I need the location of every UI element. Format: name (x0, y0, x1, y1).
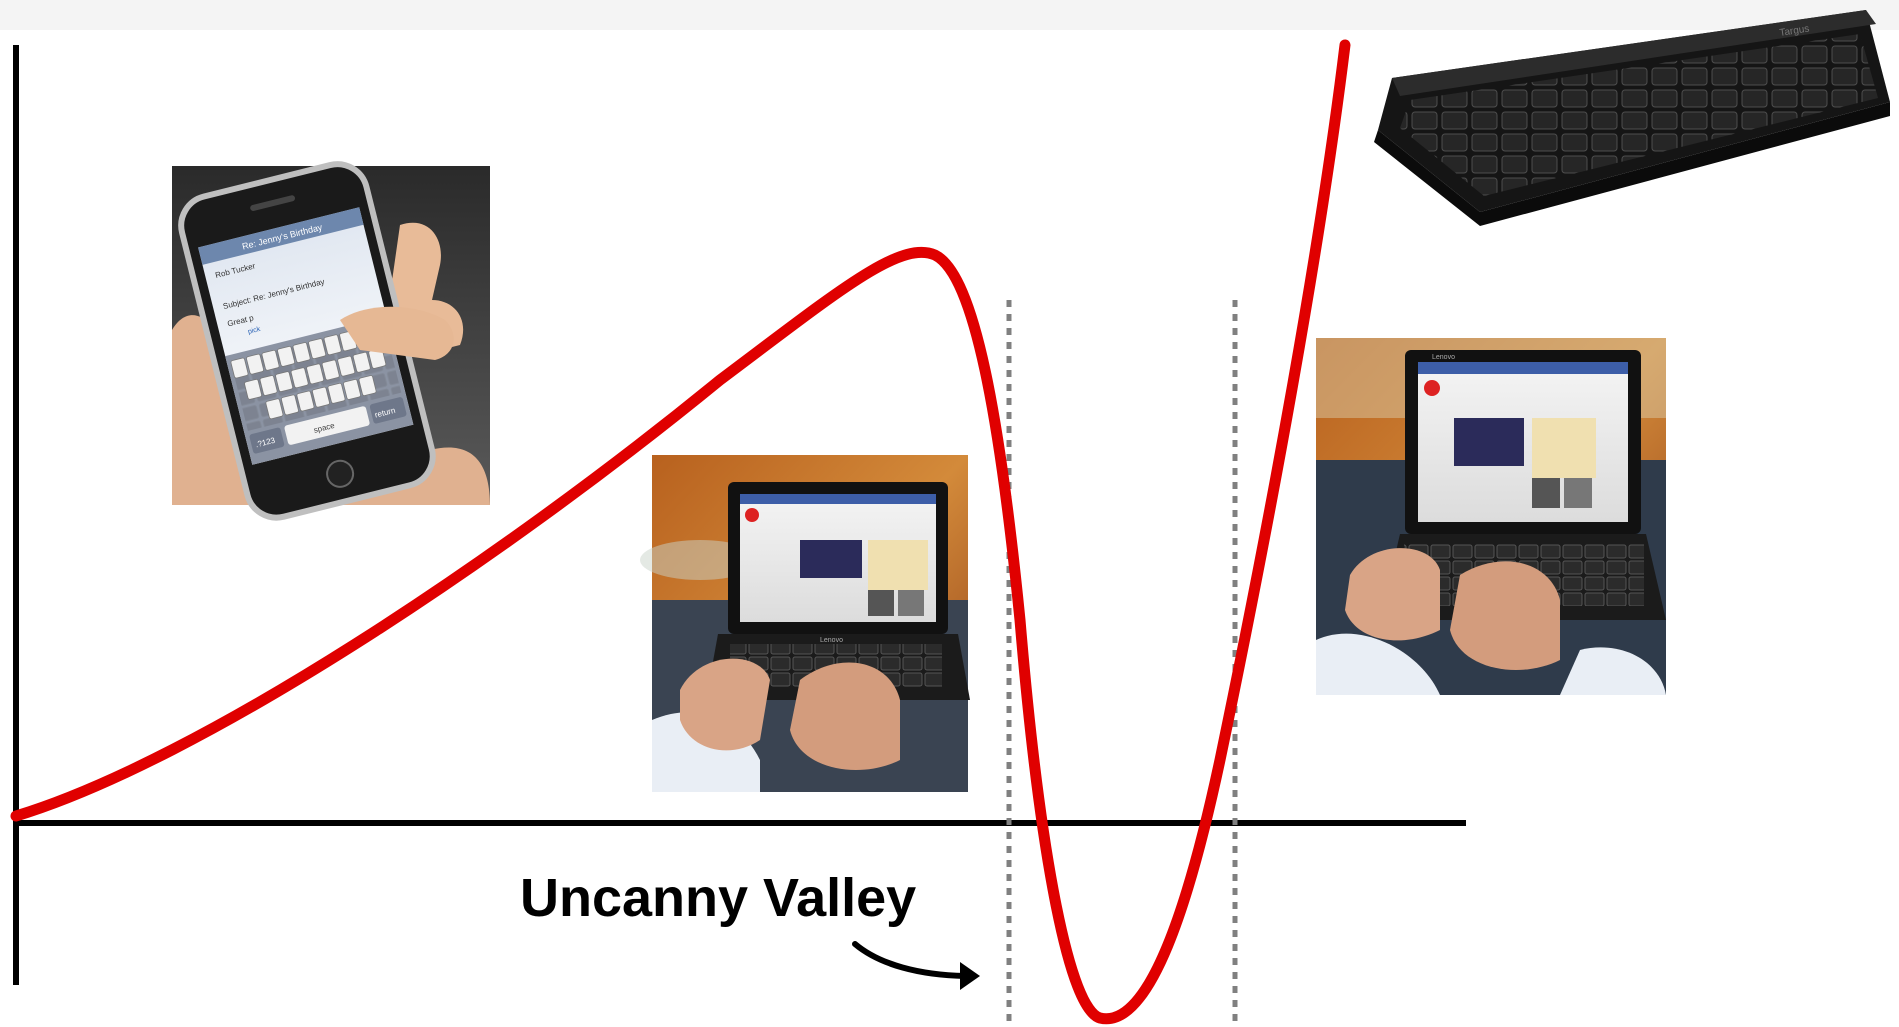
netbook-left-image: Lenovo (640, 455, 970, 792)
keyboard-brand: Targus (1779, 23, 1810, 39)
desktop-keyboard-image: Targus (1374, 10, 1890, 226)
netbook-left-brand: Lenovo (820, 637, 843, 644)
top-background-band (0, 0, 1899, 30)
uncanny-valley-label: Uncanny Valley (520, 868, 916, 928)
valley-arrow (852, 941, 968, 979)
valley-arrow-head (960, 962, 980, 990)
smartphone-image: Re: Jenny's Birthday Rob Tucker Subject:… (172, 161, 490, 521)
uncanny-valley-curve (10, 39, 1351, 1025)
phone-screen-suggestion: pick (247, 326, 261, 336)
netbook-right-brand: Lenovo (1432, 354, 1455, 361)
netbook-right-image: Lenovo (1316, 338, 1666, 695)
